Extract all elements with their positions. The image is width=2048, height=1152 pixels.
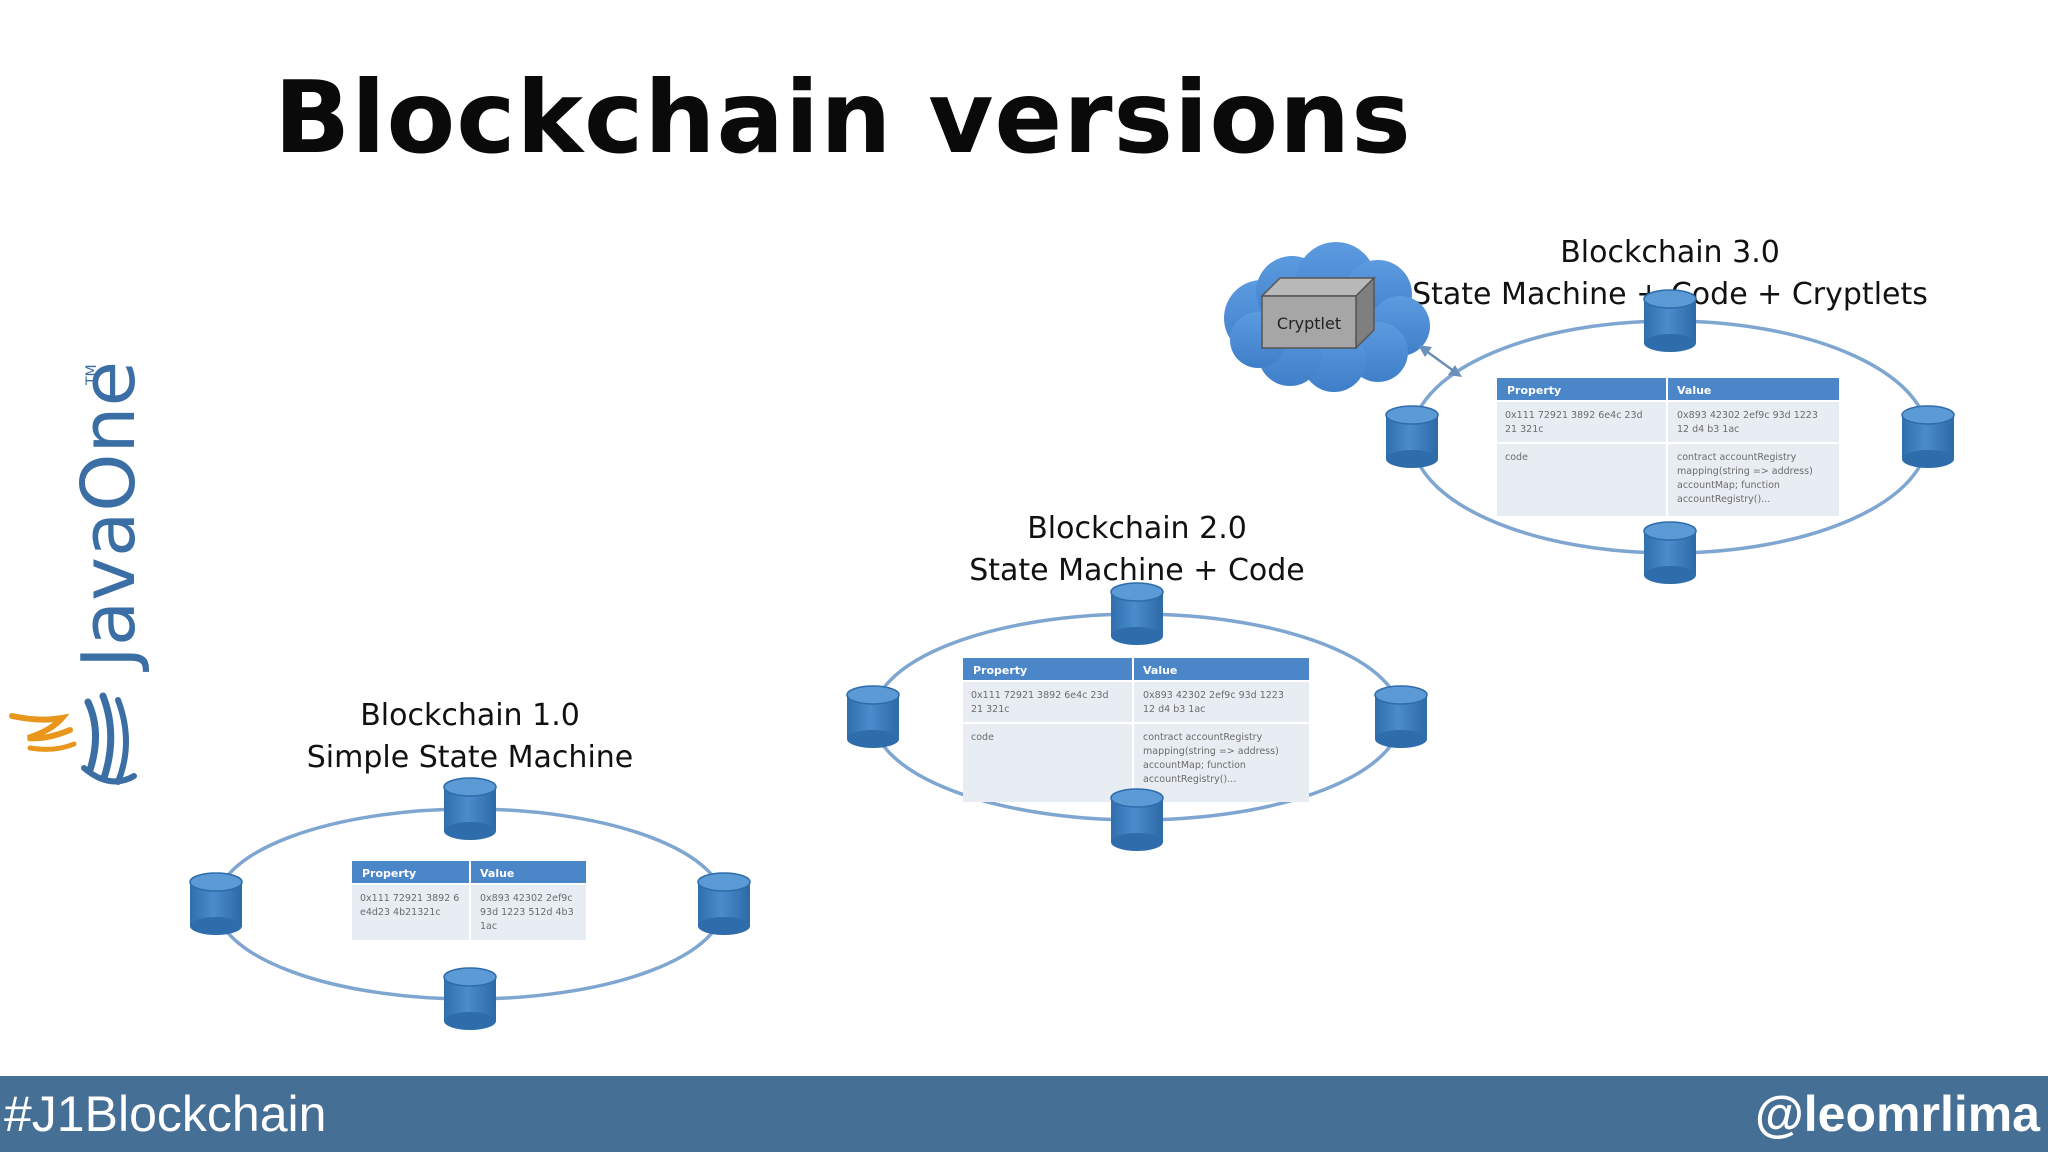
- table-header-cell: Property: [973, 664, 1027, 677]
- version-subtitle: State Machine + Code: [969, 553, 1305, 588]
- table-header-cell: Value: [480, 867, 514, 880]
- javaone-logo: JavaOne TM: [9, 361, 152, 785]
- node-bottom: [1110, 788, 1164, 851]
- table-row: [352, 885, 469, 940]
- node-left: [189, 872, 243, 935]
- node-bottom: [443, 967, 497, 1030]
- table-header-cell: Property: [1507, 384, 1561, 397]
- node-left: [846, 685, 900, 748]
- javaone-logo-text: JavaOne: [66, 361, 152, 672]
- node-right: [1901, 405, 1955, 468]
- javaone-trademark: TM: [84, 364, 100, 386]
- version-title: Blockchain 3.0: [1560, 235, 1780, 270]
- double-arrow-icon: [1418, 345, 1462, 377]
- table-header-cell: Property: [362, 867, 416, 880]
- version-title: Blockchain 2.0: [1027, 511, 1247, 546]
- java-cup-icon: [9, 692, 137, 785]
- cryptlet-box-icon: [1260, 276, 1376, 350]
- node-top: [1110, 582, 1164, 645]
- node-left: [1385, 405, 1439, 468]
- table-cell: code: [1505, 452, 1528, 463]
- cryptlet-label: Cryptlet: [1277, 314, 1341, 333]
- footer-bar: #J1Blockchain @leomrlima: [0, 1076, 2048, 1152]
- table-cell: code: [971, 732, 994, 743]
- table-header-cell: Value: [1143, 664, 1177, 677]
- table-row: [963, 682, 1132, 722]
- cryptlet-cloud: Cryptlet: [1224, 242, 1430, 392]
- node-top: [443, 777, 497, 840]
- node-right: [1374, 685, 1428, 748]
- table-row: [1497, 402, 1666, 442]
- footer-hashtag: #J1Blockchain: [4, 1086, 327, 1142]
- table-row: [963, 724, 1132, 802]
- node-top: [1643, 289, 1697, 352]
- footer-handle: @leomrlima: [1755, 1086, 2040, 1142]
- slide-title: Blockchain versions: [274, 59, 1412, 176]
- node-bottom: [1643, 521, 1697, 584]
- node-right: [697, 872, 751, 935]
- table-header-cell: Value: [1677, 384, 1711, 397]
- table-row: [1497, 444, 1666, 516]
- version-subtitle: Simple State Machine: [307, 740, 634, 775]
- version-title: Blockchain 1.0: [360, 698, 580, 733]
